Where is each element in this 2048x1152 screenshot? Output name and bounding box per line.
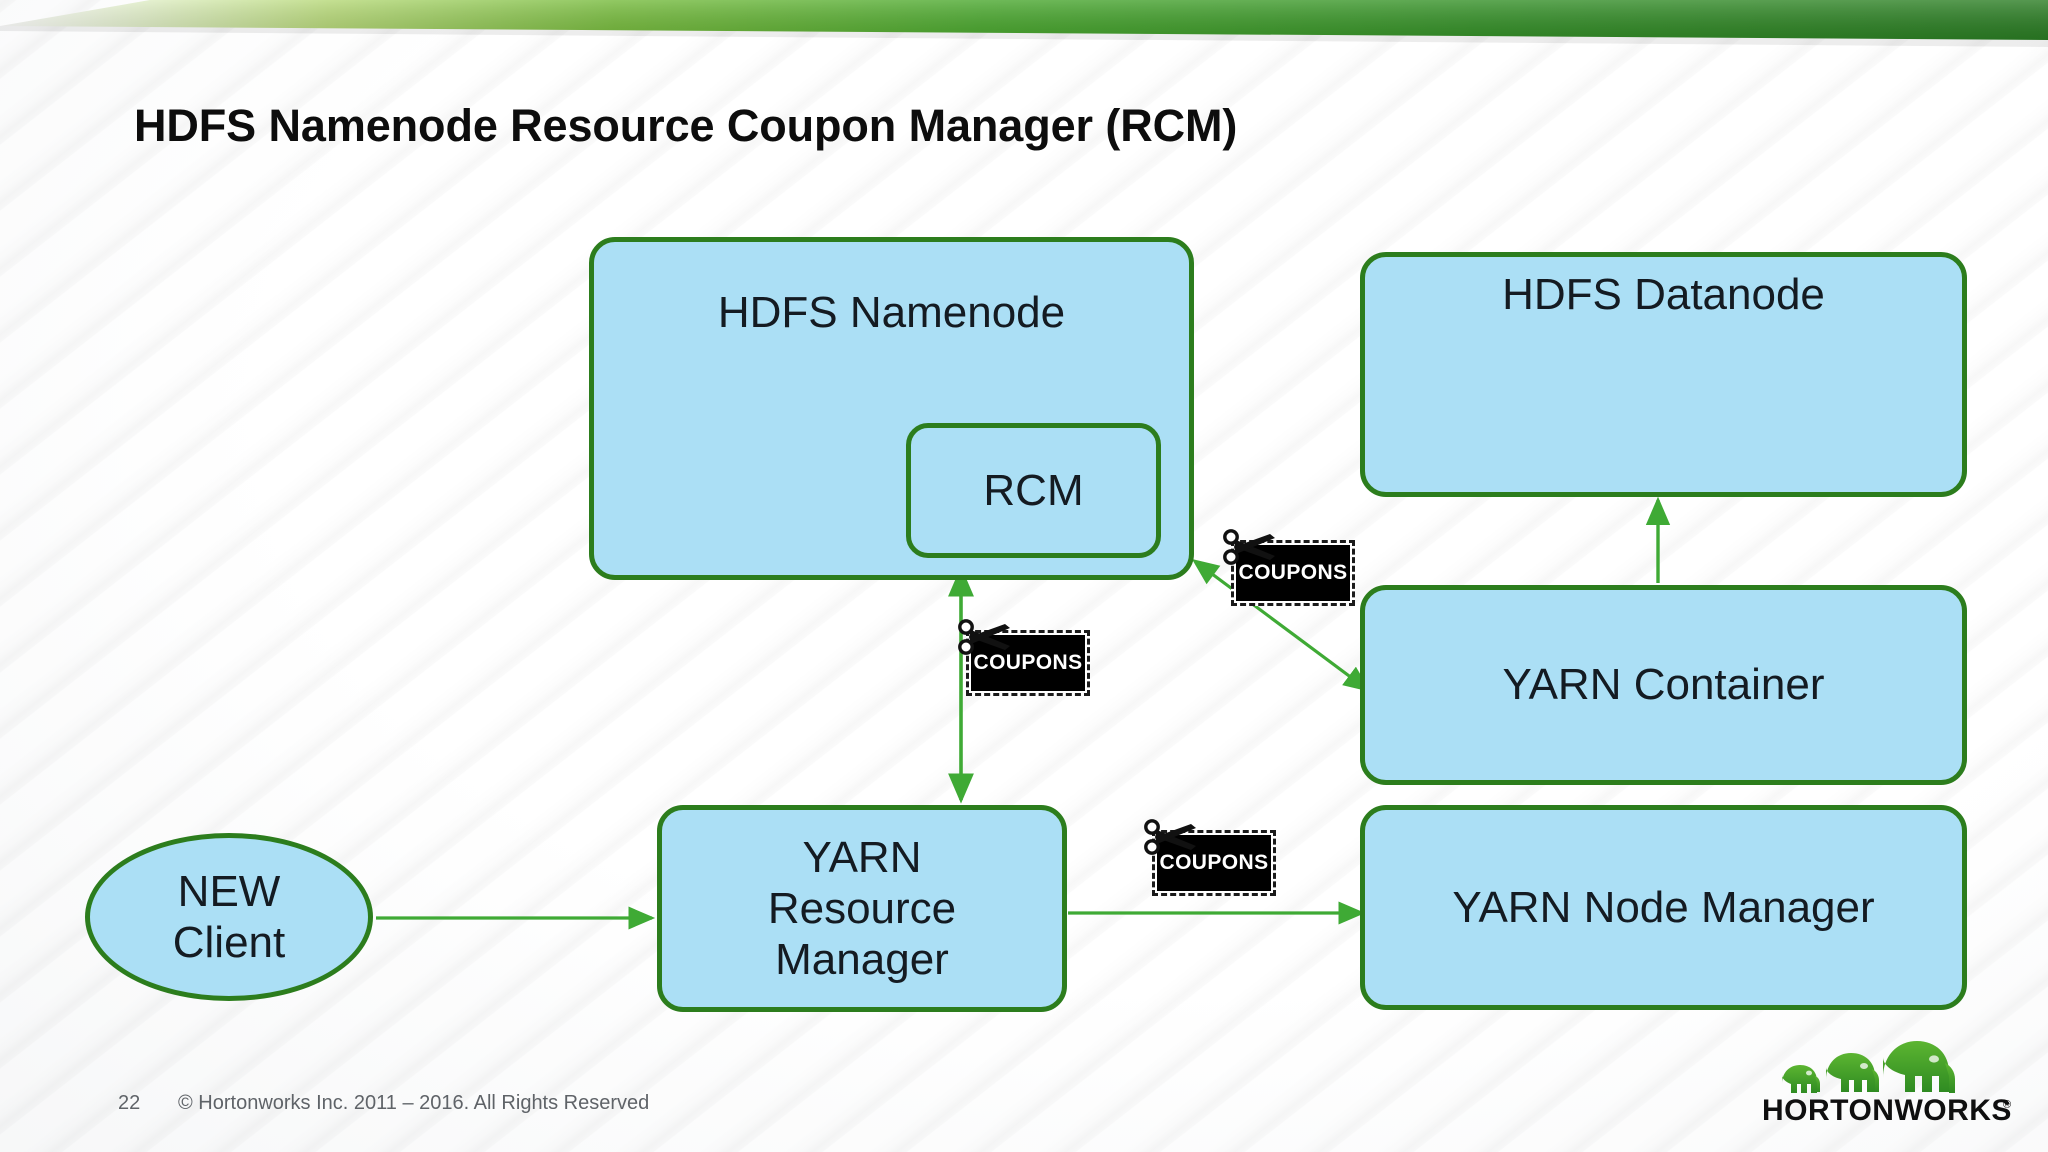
coupon-ticket: COUPONS: [1231, 540, 1355, 606]
elephant-large-icon: [1883, 1041, 1955, 1093]
node-rcm-label: RCM: [983, 465, 1084, 515]
node-hdfs-namenode-label: HDFS Namenode: [717, 288, 1066, 337]
node-yarn-container-label: YARN Container: [1502, 660, 1825, 710]
node-new-client-label: NEW Client: [90, 866, 368, 968]
node-yarn-resource-manager-line2: Resource: [767, 883, 957, 933]
coupon-label: COUPONS: [973, 651, 1083, 674]
hortonworks-wordmark: HORTONWORKS: [1762, 1094, 2012, 1127]
coupon-icon-resourcemanager-nodemanager: COUPONS: [1144, 819, 1276, 896]
footer-page-number: 22: [118, 1092, 141, 1114]
footer-copyright: © Hortonworks Inc. 2011 – 2016. All Righ…: [178, 1092, 650, 1114]
scissors-icon: [1223, 529, 1275, 565]
node-yarn-container[interactable]: YARN Container: [1360, 585, 1967, 785]
hortonworks-trademark: ®: [2003, 1099, 2011, 1111]
elephant-small-icon: [1782, 1065, 1820, 1093]
page-title: HDFS Namenode Resource Coupon Manager (R…: [134, 100, 1238, 151]
node-new-client[interactable]: NEW Client: [85, 833, 373, 1001]
node-yarn-node-manager-label: YARN Node Manager: [1452, 882, 1875, 932]
coupon-label: COUPONS: [1159, 851, 1269, 874]
coupon-ticket-inner: COUPONS: [1236, 545, 1350, 601]
node-yarn-resource-manager-line3: Manager: [775, 935, 949, 985]
node-yarn-resource-manager[interactable]: YARN Resource Manager: [657, 805, 1067, 1012]
scissors-icon: [1144, 819, 1196, 855]
node-hdfs-datanode[interactable]: HDFS Datanode: [1360, 252, 1967, 497]
hortonworks-logo: HORTONWORKS ®: [1760, 1036, 2018, 1128]
coupon-label: COUPONS: [1238, 561, 1348, 584]
coupon-icon-namenode-container: COUPONS: [1223, 529, 1355, 606]
node-rcm[interactable]: RCM: [906, 423, 1161, 558]
node-new-client-line1: NEW: [177, 866, 281, 916]
node-yarn-node-manager[interactable]: YARN Node Manager: [1360, 805, 1967, 1010]
coupon-icon-rcm-resourcemanager: COUPONS: [958, 619, 1090, 696]
elephant-medium-icon: [1826, 1053, 1879, 1092]
scissors-icon: [958, 619, 1010, 655]
node-hdfs-datanode-label: HDFS Datanode: [1502, 270, 1825, 319]
node-new-client-line2: Client: [172, 918, 286, 967]
node-yarn-resource-manager-label: YARN Resource Manager: [662, 832, 1062, 985]
node-yarn-resource-manager-line1: YARN: [802, 832, 922, 882]
